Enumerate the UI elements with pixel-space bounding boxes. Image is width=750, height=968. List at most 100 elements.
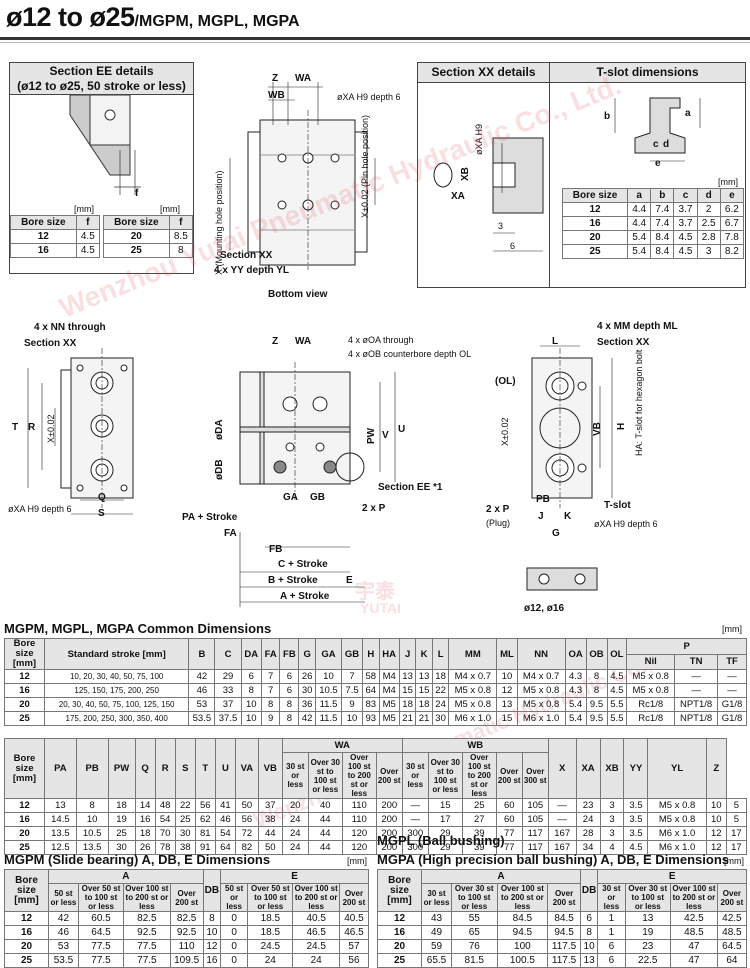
table-cell: 82.5 [169,911,204,926]
col-a: A [421,869,581,884]
col-f: f [75,215,101,230]
col-vb: VB [257,738,283,799]
center-wa: WA [295,336,312,347]
table-cell: 58 [362,669,380,684]
sec-xx-xa2-label: XA [451,191,465,202]
center-u: U [398,424,406,435]
right-vb: VB [592,422,603,436]
col-bore: Bore size [561,188,629,203]
table-cell: 14 [134,798,156,813]
right-ol: (OL) [495,376,516,387]
table-cell: 16 [377,925,422,940]
common-dims-title: MGPM, MGPL, MGPA Common Dimensions [4,621,272,636]
col-l: L [431,638,450,670]
table-cell: 72 [234,826,259,841]
col-wb-sub: Over 200 st [495,752,523,799]
col-x: X [547,738,577,799]
table-cell: 110 [341,798,377,813]
table-cell: 10 [579,939,599,954]
section-ee-unit: [mm] [74,204,94,214]
table-cell: — [547,812,577,827]
table-cell: 9.5 [585,711,608,726]
right-mm: 4 x MM depth ML [597,321,678,332]
table-cell: 10 [240,711,262,726]
table-cell: 26 [298,669,316,684]
table-cell: 77.5 [123,939,171,954]
col-e: E [597,869,747,884]
col-wa-sub: 30 st or less [281,752,309,799]
col-bore: Bore size [mm] [4,738,45,799]
center-fb: FB [269,544,283,555]
center-v: V [382,430,389,441]
table-cell: 100 [496,939,549,954]
table-cell: 83 [362,697,380,712]
table-cell: 38 [174,840,196,855]
center-oa: 4 x øOA through [348,335,414,345]
table-cell: 20 [281,798,309,813]
dim-z: Z [272,73,279,84]
table-cell: M5 x 0.8 [516,683,566,698]
table-cell: 40.5 [338,911,370,926]
page-title: ø12 to ø25/MGPM, MGPL, MGPA [6,2,300,33]
table-cell: 19 [107,812,136,827]
table-cell: 42.5 [716,911,748,926]
table-cell: — [674,683,719,698]
col-pa: PA [44,738,77,799]
center-p: 2 x P [362,503,386,514]
table-cell: M4 [378,669,400,684]
table-cell: 5.4 [564,711,587,726]
col-z: Z [705,738,727,799]
table-cell: 60.5 [77,911,125,926]
table-cell: 81.5 [451,953,498,968]
table-cell: 20 [377,939,422,954]
table-cell: 76 [451,939,498,954]
table-cell: 57 [338,939,370,954]
table-cell: 13 [398,669,417,684]
table-cell: M5 x 0.8 [448,697,498,712]
table-cell: 36 [298,697,316,712]
center-pw: PW [366,427,377,444]
table-cell: 110 [169,939,204,954]
bottom-view-caption: Bottom view [268,289,328,300]
table-cell: 22 [431,683,450,698]
center-a: A + Stroke [280,591,330,602]
table-cell: 4 [599,840,625,855]
center-fa: FA [224,528,237,539]
col-yl: YL [647,738,707,799]
table-cell: 8 [585,683,608,698]
sec-xx-dim-3: 3 [498,221,504,231]
table-cell: 34 [575,840,601,855]
tslot-c: c [653,139,659,150]
table-cell: 25 [174,812,196,827]
table-cell: 46.5 [338,925,370,940]
col-mm: MM [448,638,498,670]
table-cell: 42 [48,911,79,926]
table-cell: 41 [214,798,236,813]
table-cell: 13 [44,798,77,813]
center-b: B + Stroke [268,575,318,586]
table-cell: 8 [279,697,300,712]
table-cell: 6 [597,939,626,954]
table-cell: 20 [4,697,45,712]
table-cell: 92.5 [123,925,171,940]
table-cell: 24 [575,812,601,827]
col-sub: Over 100 st to 200 st or less [670,883,718,912]
table-cell: 24 [247,953,294,968]
table-cell: 3.5 [623,812,649,827]
table-cell: NPT1/8 [674,697,719,712]
center-db: øDB [214,459,225,480]
table-cell: 46 [48,925,79,940]
table-cell: 4.3 [564,683,587,698]
table-cell: 8 [279,711,300,726]
table-cell: 46.5 [292,925,340,940]
table-cell: 10 [496,669,518,684]
center-view: Z WA 4 x øOA through 4 x øOB counterbore… [180,332,510,612]
section-ee-title: Section EE details [49,64,154,78]
